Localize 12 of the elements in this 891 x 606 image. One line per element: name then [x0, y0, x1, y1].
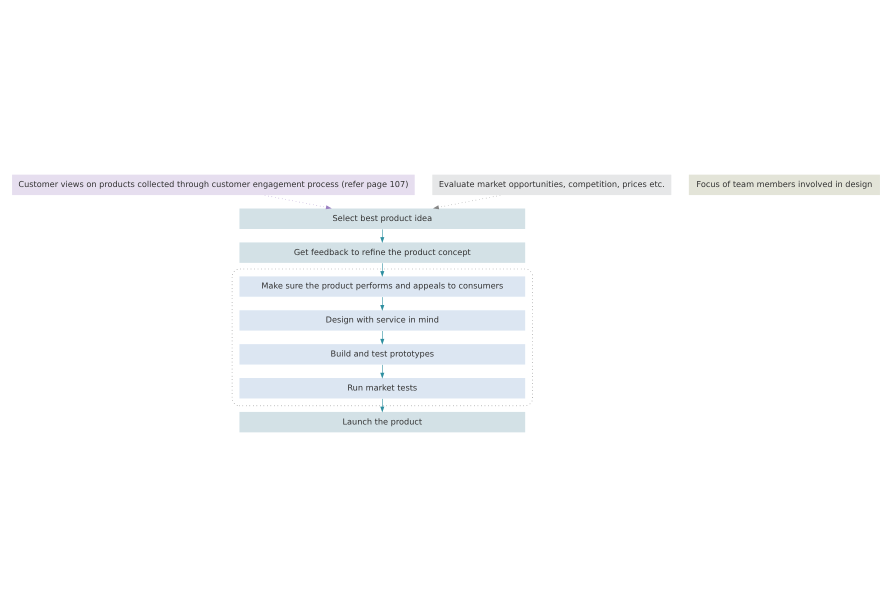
- node-box: Design with service in mind: [238, 309, 526, 331]
- node-box: Make sure the product performs and appeals to consumers: [238, 275, 526, 297]
- node-box: Select best product idea: [238, 207, 526, 230]
- node-box: Run market tests: [238, 376, 526, 399]
- node-box: Customer views on products collected through customer engagement process (refer page 107): [10, 174, 415, 196]
- arrow: [264, 194, 332, 209]
- node-box: Build and test prototypes: [238, 343, 526, 365]
- node-box: Get feedback to refine the product concept: [238, 241, 526, 263]
- arrow: [432, 194, 500, 209]
- node-box: Focus of team members involved in design: [688, 174, 880, 196]
- node-box: Evaluate market opportunities, competition, prices etc.: [431, 174, 672, 196]
- node-box: Launch the product: [238, 410, 526, 432]
